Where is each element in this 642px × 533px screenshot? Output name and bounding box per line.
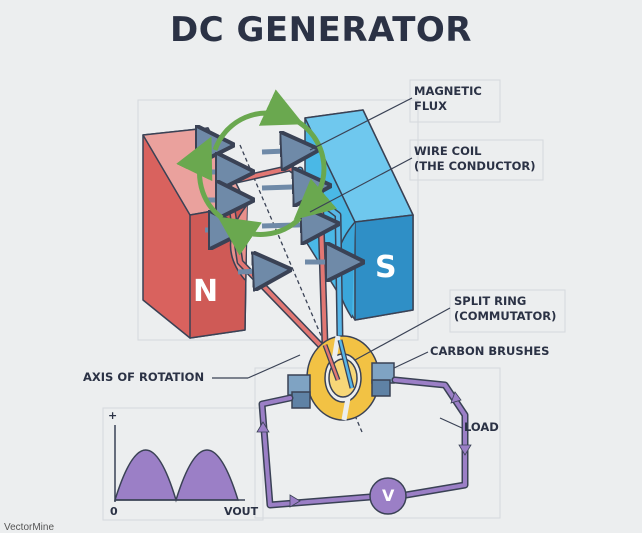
commutator [306,335,380,421]
voltmeter [369,477,407,515]
rotation-arrows [176,89,337,256]
label-axis-of-rotation: AXIS OF ROTATION [83,370,205,384]
current-direction-arrows [256,391,472,508]
credit-text: VectorMine [4,522,55,533]
south-pole-letter: S [375,250,397,285]
graph-x-label: VOUT [224,505,259,518]
load-circuit-wire [258,376,469,509]
graph-origin-label: 0 [110,505,118,518]
rectified-wave [113,449,240,503]
page-title: DC GENERATOR [170,10,472,50]
leader-lines [212,97,463,429]
label-wire-coil: WIRE COIL (THE CONDUCTOR) [414,144,536,173]
graph-y-label: + [108,409,118,422]
carbon-brush-left [287,374,311,409]
output-voltage-graph [113,425,245,503]
north-pole-letter: N [193,274,219,309]
voltmeter-letter: V [382,486,395,505]
label-load: LOAD [464,420,499,434]
label-carbon-brushes: CARBON BRUSHES [430,344,550,358]
carbon-brush-right [371,362,395,397]
label-magnetic-flux: MAGNETIC FLUX [414,84,482,113]
label-split-ring: SPLIT RING (COMMUTATOR) [454,294,557,323]
